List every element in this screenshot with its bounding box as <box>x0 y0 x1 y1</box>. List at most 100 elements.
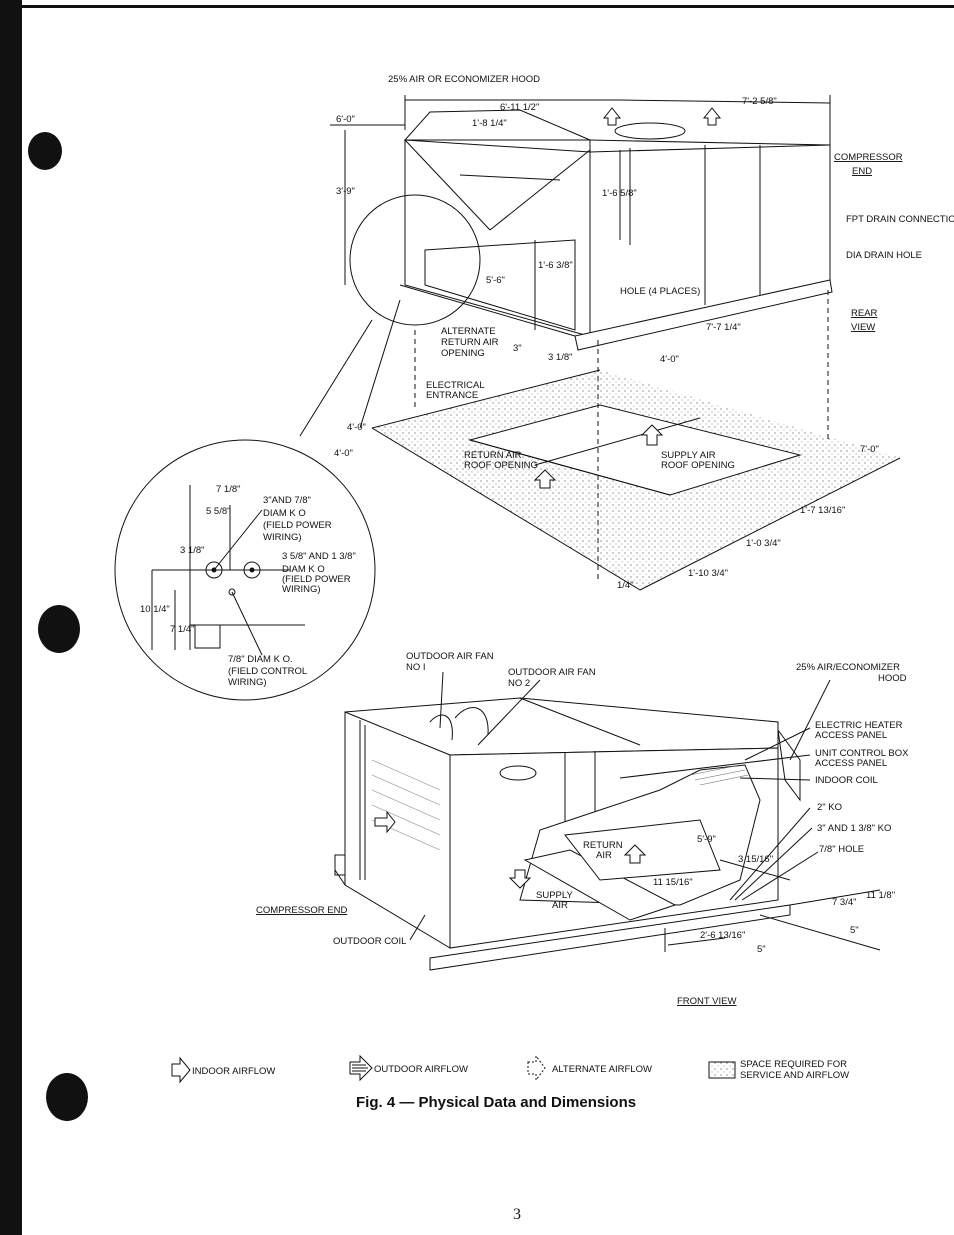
dia-drain-label: DIA DRAIN HOLE <box>846 250 922 261</box>
indoor-airflow-icon <box>171 1056 191 1084</box>
outdoor-airflow-icon <box>349 1054 373 1082</box>
dim-11-15: 11 15/16" <box>653 877 693 888</box>
dim-3-18: 3 1/8" <box>548 352 573 363</box>
fpt-drain-label: FPT DRAIN CONNECTION <box>846 214 954 225</box>
return-air-roof-label: RETURN AIR <box>464 450 522 461</box>
detail-dim-7-18: 7 1/8" <box>216 484 241 495</box>
svg-text:RETURN AIR: RETURN AIR <box>441 337 499 348</box>
dim-6-0: 6'-0" <box>336 114 355 125</box>
hole-label: 7/8" HOLE <box>819 844 864 855</box>
ko-2in-label: 2" KO <box>817 802 842 813</box>
dim-3-9: 3'-9" <box>336 186 355 197</box>
detail-dim-10-14: 10 1/4" <box>140 604 170 615</box>
svg-text:VIEW: VIEW <box>851 322 875 333</box>
alternate-airflow-icon <box>527 1054 546 1082</box>
svg-text:OPENING: OPENING <box>441 348 485 359</box>
alternate-return-label: ALTERNATE <box>441 326 496 337</box>
svg-text:ROOF OPENING: ROOF OPENING <box>464 460 538 471</box>
supply-air-roof-label: SUPPLY AIR <box>661 450 716 461</box>
rear-view <box>299 95 901 591</box>
detail-dim-5-58: 5 5/8" <box>206 506 231 517</box>
compressor-end-front-label: COMPRESSOR END <box>256 905 347 916</box>
dim-quarter: 1/4" <box>617 580 634 591</box>
svg-text:ACCESS PANEL: ACCESS PANEL <box>815 758 887 769</box>
indoor-coil-label: INDOOR COIL <box>815 775 878 786</box>
service-space-icon <box>708 1061 736 1079</box>
dim-1-6-38: 1'-6 3/8" <box>538 260 573 271</box>
access-oval <box>499 765 537 781</box>
dim-7-0: 7'-0" <box>860 444 879 455</box>
dim-5-b: 5" <box>757 944 766 955</box>
rear-view-labels: 25% AIR OR ECONOMIZER HOOD COMPRESSOR EN… <box>334 74 954 591</box>
svg-text:WIRING): WIRING) <box>282 584 321 595</box>
dim-4-0-a: 4'-0" <box>660 354 679 365</box>
control-box-label: UNIT CONTROL BOX <box>815 748 909 759</box>
binding-hole-2 <box>38 605 80 653</box>
hole-4-places-label: HOLE (4 PLACES) <box>620 286 700 297</box>
fan2-label: OUTDOOR AIR FAN <box>508 667 596 678</box>
svg-text:(FIELD POWER: (FIELD POWER <box>263 520 332 531</box>
dim-11-18: 11 1/8" <box>866 890 895 901</box>
dim-5-6: 5'-6" <box>486 275 505 286</box>
legend-indoor-airflow: INDOOR AIRFLOW <box>192 1066 276 1077</box>
ko-1-label: 3"AND 7/8" <box>263 495 311 506</box>
ko-3in-label: 3" AND 1 3/8" KO <box>817 823 891 834</box>
svg-text:AIR: AIR <box>596 850 612 861</box>
svg-text:ROOF OPENING: ROOF OPENING <box>661 460 735 471</box>
heater-panel-label: ELECTRIC HEATER <box>815 720 903 731</box>
detail-dim-3-18: 3 1/8" <box>180 545 205 556</box>
economizer-label: 25% AIR/ECONOMIZER <box>796 662 900 673</box>
rear-view-title: REAR <box>851 308 878 319</box>
return-air-label: RETURN <box>583 840 623 851</box>
dim-6-11: 6'-11 1/2" <box>500 102 539 113</box>
dim-4-0-c: 4'-0" <box>334 448 353 459</box>
fan1-label: OUTDOOR AIR FAN <box>406 651 494 662</box>
legend-outdoor-airflow: OUTDOOR AIRFLOW <box>374 1064 468 1075</box>
dim-7-2: 7'-2 5/8" <box>742 96 777 107</box>
svg-text:(FIELD CONTROL: (FIELD CONTROL <box>228 666 307 677</box>
dim-1-6-58: 1'-6 5/8" <box>602 188 637 199</box>
svg-text:END: END <box>852 166 872 177</box>
dim-5-a: 5" <box>850 925 859 936</box>
ko-2-label: 3 5/8" AND 1 3/8" <box>282 551 356 562</box>
svg-text:DIAM K O: DIAM K O <box>263 508 306 519</box>
legend-icons <box>171 1054 736 1084</box>
ko-detail <box>114 439 376 701</box>
front-view <box>334 671 881 971</box>
dim-4-0-b: 4'-0" <box>347 422 366 433</box>
legend-service-space: SPACE REQUIRED FOR SERVICE AND AIRFLOW <box>740 1059 850 1081</box>
page-number: 3 <box>513 1206 521 1223</box>
dim-1-8: 1'-8 1/4" <box>472 118 507 129</box>
hood-label: 25% AIR OR ECONOMIZER HOOD <box>388 74 540 85</box>
svg-text:(FIELD POWER: (FIELD POWER <box>282 574 351 585</box>
svg-text:HOOD: HOOD <box>878 673 907 684</box>
supply-air-label: SUPPLY <box>536 890 573 901</box>
dim-7-7: 7'-7 1/4" <box>706 322 741 333</box>
electrical-entrance-label: ELECTRICAL <box>426 380 485 391</box>
binding-hole-1 <box>28 132 62 170</box>
front-view-labels: OUTDOOR AIR FAN NO I OUTDOOR AIR FAN NO … <box>256 651 909 1007</box>
dim-3in: 3" <box>513 343 522 354</box>
svg-text:DIAM K O: DIAM K O <box>282 564 325 575</box>
dim-1-7: 1'-7 13/16" <box>800 505 845 516</box>
ko-detail-labels: 7 1/8" 5 5/8" 3 1/8" 10 1/4" 7 1/4" 3"AN… <box>140 484 356 688</box>
compressor-end-label: COMPRESSOR <box>834 152 903 163</box>
svg-text:WIRING): WIRING) <box>228 677 267 688</box>
ko-3-label: 7/8" DIAM K O. <box>228 654 293 665</box>
dim-5-9: 5'-9" <box>697 834 716 845</box>
detail-dim-7-14: 7 1/4" <box>170 624 195 635</box>
legend-alternate-airflow: ALTERNATE AIRFLOW <box>552 1064 652 1075</box>
left-margin-bar <box>0 0 22 1235</box>
binding-hole-3 <box>46 1073 88 1121</box>
svg-text:ACCESS PANEL: ACCESS PANEL <box>815 730 887 741</box>
figure-caption: Fig. 4 — Physical Data and Dimensions <box>356 1094 637 1111</box>
dim-2-6: 2'-6 13/16" <box>700 930 745 941</box>
front-view-title: FRONT VIEW <box>677 996 736 1007</box>
svg-text:NO I: NO I <box>406 662 426 673</box>
dim-1-10: 1'-10 3/4" <box>688 568 728 579</box>
outdoor-coil-label: OUTDOOR COIL <box>333 936 406 947</box>
svg-text:AIR: AIR <box>552 900 568 911</box>
svg-text:WIRING): WIRING) <box>263 532 302 543</box>
dim-3-15: 3 15/16" <box>738 854 773 865</box>
